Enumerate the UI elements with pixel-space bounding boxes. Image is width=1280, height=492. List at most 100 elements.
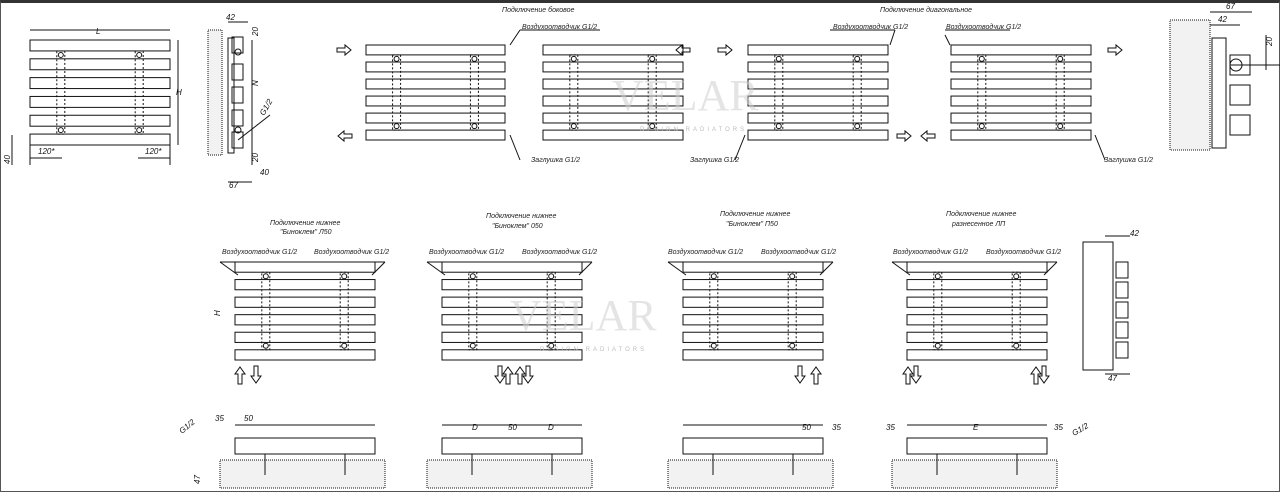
- radiator-bar: [542, 112, 684, 124]
- dim-D: D: [472, 423, 478, 432]
- bracket-icon: [710, 273, 717, 280]
- air-vent-label: Воздухоотводчик G1/2: [522, 248, 597, 256]
- flow-arrow-icon: [502, 366, 514, 385]
- radiator-profile: [231, 36, 244, 54]
- radiator-profile-bottom: [441, 437, 583, 455]
- radiator-bar: [441, 314, 583, 326]
- side-connection-title: Подключение боковое: [502, 6, 575, 14]
- bracket-icon: [854, 123, 861, 130]
- connection-icon: [234, 126, 242, 134]
- wall-hatch: [1169, 19, 1211, 151]
- bracket-icon: [649, 55, 656, 62]
- dim-35: 35: [1054, 423, 1063, 432]
- bracket-icon: [57, 127, 64, 134]
- bracket-icon: [978, 55, 985, 62]
- bracket-icon: [136, 127, 143, 134]
- bracket-icon: [1057, 123, 1064, 130]
- bracket-icon: [471, 55, 478, 62]
- bracket-icon: [789, 273, 796, 280]
- radiator-bar: [747, 78, 889, 90]
- radiator-bar: [441, 279, 583, 291]
- collector-profile: [227, 37, 235, 154]
- dim-left-offset: 120*: [38, 147, 55, 156]
- wall-hatch: [667, 459, 834, 489]
- radiator-profile: [231, 63, 244, 81]
- radiator-bar: [441, 261, 583, 273]
- dimension-line: [819, 261, 834, 276]
- dim-35: 35: [215, 414, 224, 423]
- radiator-bar: [747, 129, 889, 141]
- bracket-icon: [262, 273, 269, 280]
- radiator-bar: [234, 349, 376, 361]
- dim-50: 50: [244, 414, 253, 423]
- radiator-profile: [1115, 281, 1129, 299]
- radiator-bar: [29, 133, 171, 146]
- radiator-bar: [747, 44, 889, 56]
- dimension-line: [219, 261, 239, 276]
- dim-depth-bottom: 47: [1108, 374, 1117, 383]
- dim-bottom-offset: 40: [260, 168, 269, 177]
- radiator-collector: [469, 54, 479, 131]
- bottom-connection-subtitle: "Биноклем" 050: [492, 223, 543, 230]
- bracket-icon: [469, 342, 476, 349]
- bracket-icon: [934, 273, 941, 280]
- radiator-bar: [542, 95, 684, 107]
- bracket-icon: [136, 51, 143, 58]
- radiator-profile: [1229, 84, 1251, 106]
- radiator-bar: [682, 331, 824, 343]
- bottom-connection-subtitle: "Биноклем" П50: [726, 221, 778, 228]
- dim-bottom-gap: 20: [251, 153, 260, 163]
- dim-right-offset: 120*: [145, 147, 162, 156]
- flow-arrow-icon: [910, 365, 922, 384]
- radiator-bar: [542, 61, 684, 73]
- bracket-icon: [570, 55, 577, 62]
- radiator-bar: [682, 261, 824, 273]
- radiator-collector: [709, 271, 719, 351]
- radiator-bar: [906, 349, 1048, 361]
- radiator-bar: [747, 61, 889, 73]
- flow-arrow-icon: [902, 366, 914, 385]
- radiator-bar: [950, 112, 1092, 124]
- dim-depth-top: 42: [1218, 15, 1227, 24]
- flow-arrow-icon: [896, 129, 912, 143]
- dim-axis-N: N: [251, 80, 260, 86]
- flow-arrow-icon: [514, 366, 526, 385]
- flow-arrow-icon: [1107, 43, 1123, 57]
- bracket-icon: [710, 342, 717, 349]
- bracket-icon: [341, 342, 348, 349]
- bracket-icon: [341, 273, 348, 280]
- radiator-bar: [906, 314, 1048, 326]
- collector-profile: [1211, 37, 1227, 149]
- radiator-bar: [906, 279, 1048, 291]
- radiator-profile: [1115, 321, 1129, 339]
- flow-arrow-icon: [234, 366, 246, 385]
- plug-label: Заглушка G1/2: [1104, 157, 1153, 164]
- diagonal-connection-title: Подключение диагональное: [880, 6, 972, 14]
- radiator-bar: [906, 261, 1048, 273]
- radiator-profile-bottom: [682, 437, 824, 455]
- radiator-profile: [231, 131, 244, 149]
- air-vent-label: Воздухоотводчик G1/2: [946, 23, 1021, 31]
- dim-depth-total: 67: [1226, 2, 1235, 11]
- bracket-icon: [393, 55, 400, 62]
- dim-35: 35: [832, 423, 841, 432]
- radiator-bar: [365, 112, 506, 124]
- radiator-bar: [682, 296, 824, 308]
- wall-hatch: [219, 459, 386, 489]
- flow-arrow-icon: [250, 365, 262, 384]
- radiator-bar: [365, 44, 506, 56]
- flow-arrow-icon: [1038, 365, 1050, 384]
- dim-gap: 20: [1265, 37, 1274, 47]
- dim-width-L: L: [96, 27, 100, 36]
- radiator-bar: [365, 95, 506, 107]
- radiator-bar: [29, 114, 171, 127]
- radiator-collector: [1055, 54, 1065, 131]
- wall-hatch: [426, 459, 593, 489]
- radiator-collector: [647, 54, 657, 131]
- radiator-bar: [29, 77, 171, 90]
- radiator-collector: [261, 271, 271, 351]
- radiator-bar: [234, 314, 376, 326]
- wall-hatch: [891, 459, 1058, 489]
- radiator-collector: [774, 54, 784, 131]
